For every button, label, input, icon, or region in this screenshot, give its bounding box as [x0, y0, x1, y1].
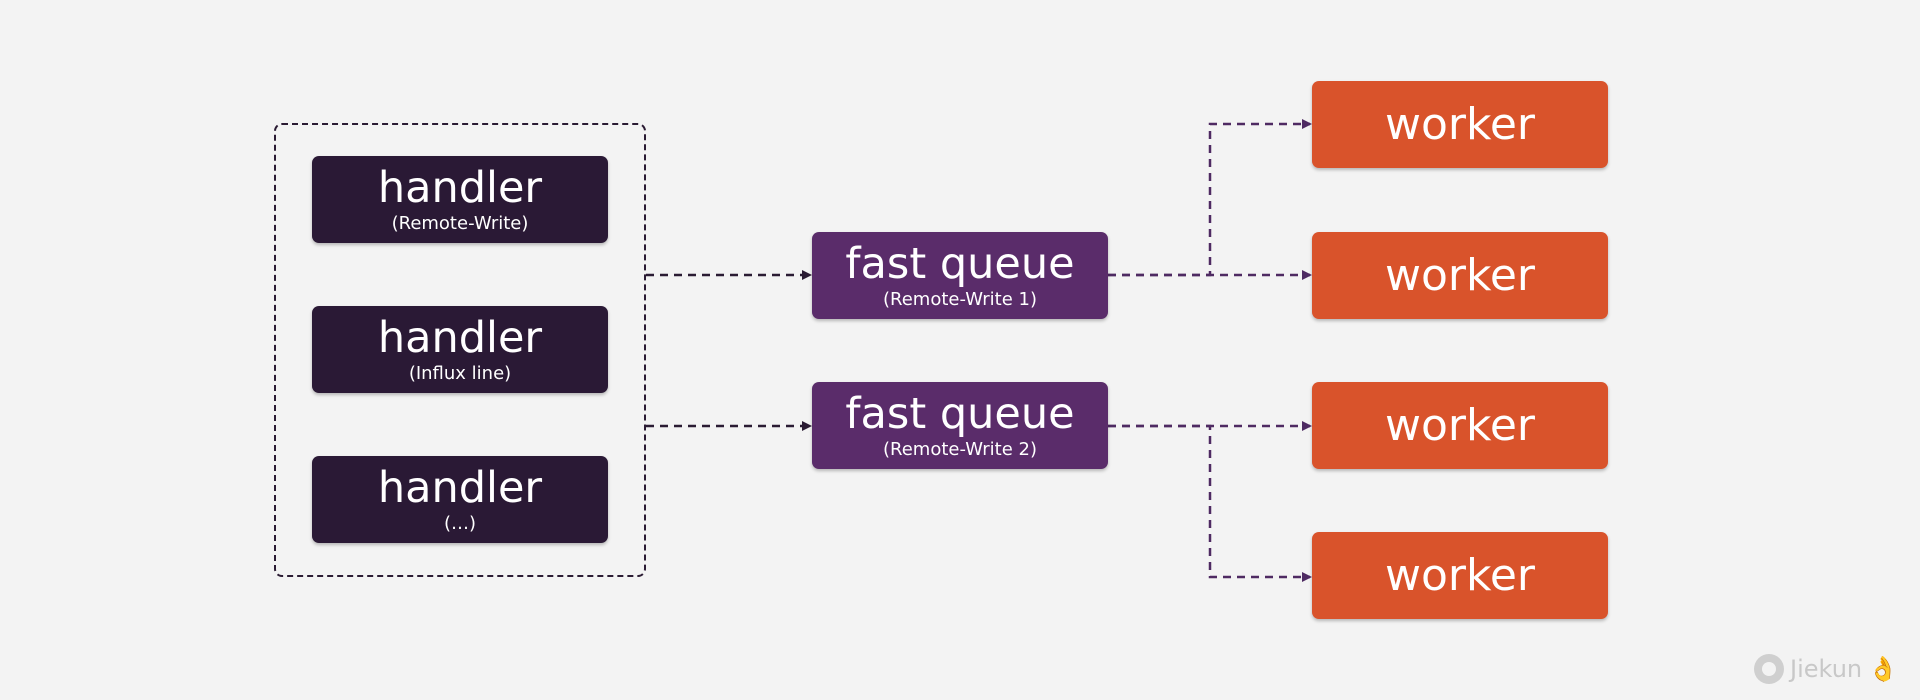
queue-subtitle: (Remote-Write 2) [883, 438, 1037, 460]
queue-subtitle: (Remote-Write 1) [883, 288, 1037, 310]
worker-title: worker [1384, 98, 1536, 150]
handler-title: handler [377, 462, 543, 513]
queue-title: fast queue [845, 388, 1075, 439]
handler-title: handler [377, 162, 543, 213]
ok-hand-emoji: 👌 [1868, 655, 1898, 683]
worker-node-2: worker [1312, 232, 1608, 319]
worker-node-1: worker [1312, 81, 1608, 168]
handler-subtitle: (Influx line) [408, 362, 512, 384]
worker-node-3: worker [1312, 382, 1608, 469]
worker-title: worker [1384, 249, 1536, 301]
handler-node-remote-write: handler (Remote-Write) [312, 156, 608, 243]
github-icon [1754, 654, 1785, 684]
fast-queue-node-2: fast queue (Remote-Write 2) [812, 382, 1108, 469]
handler-group-box [274, 123, 646, 577]
fast-queue-node-1: fast queue (Remote-Write 1) [812, 232, 1108, 319]
handler-title: handler [377, 312, 543, 363]
edge-queue-1-to-worker-1 [1108, 119, 1312, 277]
handler-node-influx-line: handler (Influx line) [312, 306, 608, 393]
worker-node-4: worker [1312, 532, 1608, 619]
watermark-text: Jiekun [1790, 655, 1863, 683]
queue-title: fast queue [845, 238, 1075, 289]
handler-node-other: handler (…) [312, 456, 608, 543]
worker-title: worker [1384, 399, 1536, 451]
handler-subtitle: (Remote-Write) [391, 212, 529, 234]
edge-queue-2-to-worker-4 [1108, 424, 1312, 582]
worker-title: worker [1384, 549, 1536, 601]
handler-subtitle: (…) [443, 512, 477, 534]
watermark: Jiekun 👌 [1754, 654, 1898, 684]
